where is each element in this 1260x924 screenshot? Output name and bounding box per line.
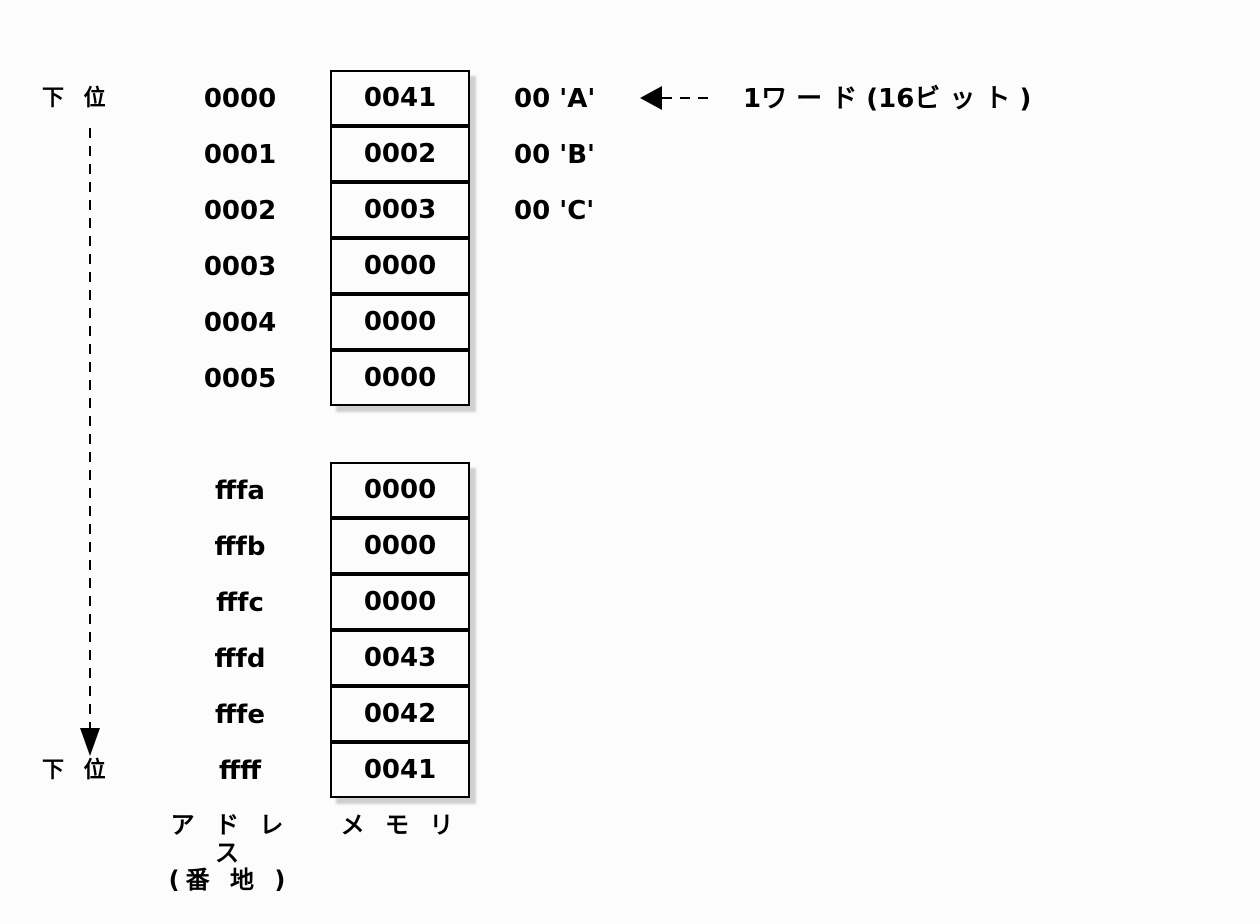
memory-column-label: メ モ リ [340, 811, 460, 839]
address-label: 0000 [203, 84, 277, 114]
address-label: fffb [214, 532, 266, 562]
word-arrowhead [640, 86, 662, 110]
memory-cell: 0041 [330, 70, 470, 126]
memory-cell: 0000 [330, 294, 470, 350]
memory-cell: 0000 [330, 462, 470, 518]
address-column-label-line1: ア ド レ ス [170, 811, 290, 867]
word-size-label: 1ワ ー ド (16ビ ッ ト ) [743, 84, 1032, 114]
axis-arrowhead [80, 728, 100, 756]
memory-cell: 0042 [330, 686, 470, 742]
ascii-annotation: 00 'A' [514, 84, 596, 114]
address-label: 0004 [203, 308, 277, 338]
axis-top-label: 下 位 [42, 86, 112, 111]
memory-cell: 0041 [330, 742, 470, 798]
memory-cell: 0043 [330, 630, 470, 686]
axis-bottom-label: 下 位 [42, 758, 112, 783]
memory-cell: 0000 [330, 238, 470, 294]
ascii-annotation: 00 'C' [514, 196, 595, 226]
address-column-label: ア ド レ ス (番 地 ) [150, 811, 310, 895]
memory-cell: 0002 [330, 126, 470, 182]
memory-cell: 0000 [330, 574, 470, 630]
memory-cell: 0000 [330, 350, 470, 406]
address-label: fffd [214, 644, 266, 674]
address-label: fffa [215, 476, 265, 506]
address-label: 0001 [203, 140, 277, 170]
address-label: 0003 [203, 252, 277, 282]
memory-cell: 0000 [330, 518, 470, 574]
ascii-annotation: 00 'B' [514, 140, 595, 170]
address-column-label-line2: (番 地 ) [168, 866, 292, 895]
address-label: 0002 [203, 196, 277, 226]
memory-cell: 0003 [330, 182, 470, 238]
address-label: ffff [218, 756, 262, 786]
address-label: 0005 [203, 364, 277, 394]
address-label: fffe [214, 700, 265, 730]
address-label: fffc [216, 588, 264, 618]
